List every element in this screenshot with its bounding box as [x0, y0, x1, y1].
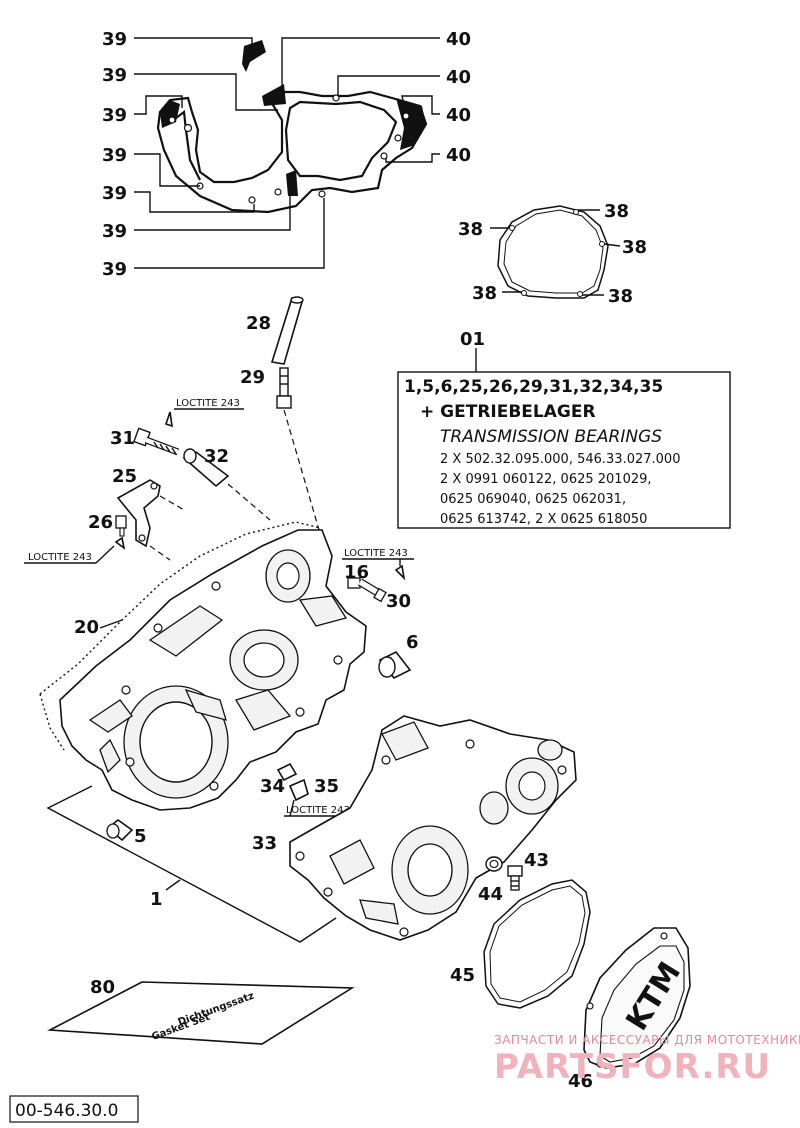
ignition-cover-46: KTM — [583, 927, 691, 1069]
loctite-note: LOCTITE 243 — [344, 548, 408, 559]
label-39: 39 — [102, 65, 127, 86]
dowel-34 — [276, 762, 298, 782]
label-39: 39 — [102, 259, 127, 280]
label-31: 31 — [110, 428, 135, 449]
label-38: 38 — [604, 201, 629, 222]
label-32: 32 — [204, 446, 229, 467]
label-30: 30 — [386, 591, 411, 612]
kit-box: 1,5,6,25,26,29,31,32,34,35 + GETRIEBELAG… — [397, 348, 731, 529]
kit-line: 2 X 502.32.095.000, 546.33.027.000 — [440, 452, 680, 467]
watermark-brand: PARTSFOR.RU — [494, 1047, 771, 1087]
label-38: 38 — [472, 283, 497, 304]
drawing-number-text: 00-546.30.0 — [15, 1101, 118, 1121]
leaders-38 — [490, 209, 621, 296]
label-38: 38 — [622, 237, 647, 258]
bolt-31 — [133, 427, 180, 456]
gasket-45 — [483, 879, 591, 1009]
label-38: 38 — [608, 286, 633, 307]
label-80: 80 — [90, 977, 115, 998]
label-39: 39 — [102, 29, 127, 50]
label-43: 43 — [524, 850, 549, 871]
crankcase-gasket — [156, 40, 428, 214]
label-6: 6 — [406, 632, 419, 653]
bolt-26 — [114, 515, 127, 550]
label-20: 20 — [74, 617, 99, 638]
label-01: 01 — [460, 329, 485, 350]
sleeve-32 — [182, 448, 230, 488]
loctite-note: LOCTITE 243 — [286, 805, 350, 816]
label-40: 40 — [446, 105, 471, 126]
label-44: 44 — [478, 884, 503, 905]
label-5: 5 — [134, 826, 147, 847]
watermark: ЗАПЧАСТИ И АКСЕССУАРЫ ДЛЯ МОТОТЕХНИКИ PA… — [494, 1033, 800, 1087]
label-34: 34 — [260, 776, 285, 797]
watermark-tagline: ЗАПЧАСТИ И АКСЕССУАРЫ ДЛЯ МОТОТЕХНИКИ — [494, 1033, 800, 1047]
leaders-39 — [134, 37, 325, 269]
group-bracket-1 — [46, 785, 337, 943]
hose-nipple — [276, 367, 292, 409]
kit-parts-list: 1,5,6,25,26,29,31,32,34,35 — [404, 377, 663, 397]
kit-bearings-de: + GETRIEBELAGER — [420, 402, 596, 422]
crankcase-left-half — [59, 529, 367, 811]
crankcase-right-half — [289, 715, 577, 941]
plug-35 — [288, 778, 309, 802]
breather-hose — [270, 296, 304, 365]
label-46: 46 — [568, 1071, 593, 1092]
kit-line: 0625 069040, 0625 062031, — [440, 492, 626, 507]
bearing-6 — [378, 650, 412, 680]
drain-plug-43 — [507, 865, 523, 891]
label-39: 39 — [102, 183, 127, 204]
kit-line: 0625 613742, 2 X 0625 618050 — [440, 512, 647, 527]
gasket-set-80: Dichtungssatz Gasket Set — [47, 981, 355, 1045]
label-25: 25 — [112, 466, 137, 487]
label-29: 29 — [240, 367, 265, 388]
label-16: 16 — [344, 562, 369, 583]
washer-44 — [485, 856, 503, 872]
loctite-note: LOCTITE 243 — [176, 398, 240, 409]
loctite-note: LOCTITE 243 — [28, 552, 92, 563]
label-39: 39 — [102, 145, 127, 166]
label-39: 39 — [102, 105, 127, 126]
label-40: 40 — [446, 145, 471, 166]
label-35: 35 — [314, 776, 339, 797]
label-45: 45 — [450, 965, 475, 986]
bracket-25 — [116, 479, 161, 548]
label-39: 39 — [102, 221, 127, 242]
label-40: 40 — [446, 67, 471, 88]
label-28: 28 — [246, 313, 271, 334]
label-40: 40 — [446, 29, 471, 50]
label-1: 1 — [150, 889, 163, 910]
label-26: 26 — [88, 512, 113, 533]
label-38: 38 — [458, 219, 483, 240]
bush-5 — [106, 818, 134, 842]
drawing-number: 00-546.30.0 — [9, 1095, 139, 1123]
label-33: 33 — [252, 833, 277, 854]
plug-30 — [347, 564, 406, 603]
clutch-cover-gasket — [497, 205, 609, 299]
leaders-40 — [281, 37, 440, 163]
gasket-20 — [39, 521, 321, 751]
kit-bearings-en: TRANSMISSION BEARINGS — [440, 427, 662, 447]
kit-line: 2 X 0991 060122, 0625 201029, — [440, 472, 652, 487]
